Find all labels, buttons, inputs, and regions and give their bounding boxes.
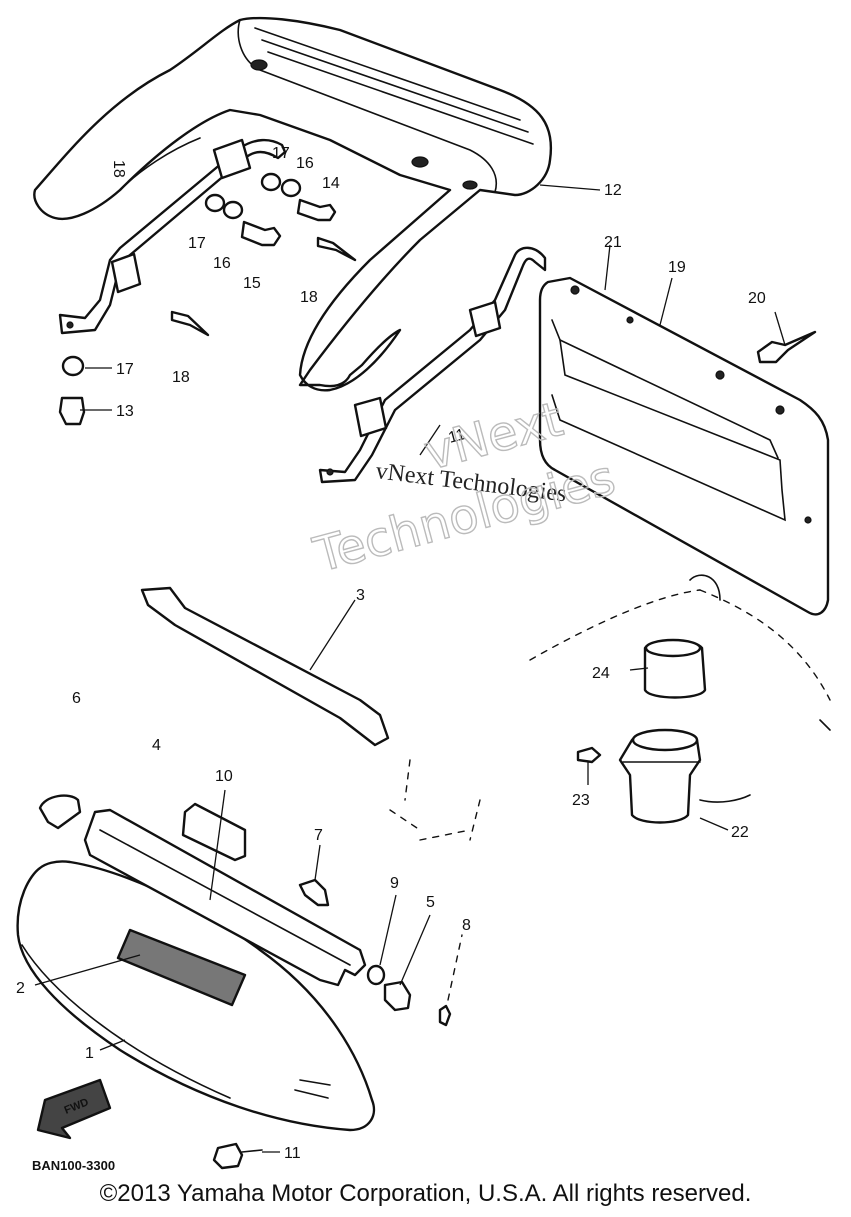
- parts-22-24: [576, 638, 751, 824]
- callout-1: 1: [85, 1045, 94, 1062]
- part-12-rail-left: [58, 138, 287, 335]
- fasteners-upper: [58, 172, 357, 426]
- callout-13: 12: [604, 182, 622, 199]
- hull-outline: [389, 574, 831, 841]
- callout-21: 21: [604, 234, 622, 251]
- callout-2: 2: [16, 980, 25, 997]
- leader-lines: [34, 184, 786, 1153]
- callout-17-c: 17: [116, 361, 134, 378]
- part-3-bar: [140, 586, 390, 747]
- callout-18-a: 18: [300, 289, 318, 306]
- callout-15-a: 14: [322, 175, 340, 192]
- callout-7: 7: [314, 827, 323, 844]
- callout-15-b: 15: [243, 275, 261, 292]
- part-12-rail-right: [318, 246, 547, 484]
- callout-4: 4: [152, 737, 161, 754]
- part-11-pin: [212, 1142, 263, 1170]
- callout-3: 3: [356, 587, 365, 604]
- callout-8: 8: [462, 917, 471, 934]
- part-19-panel: [538, 276, 830, 616]
- callout-19: 19: [668, 259, 686, 276]
- fwd-arrow-icon: FWD: [36, 1078, 112, 1140]
- callout-labels: 17 16 14 17 16 15 18 18 18 17 13 12 21 1…: [16, 145, 766, 1162]
- callout-18-b: 18: [172, 369, 190, 386]
- copyright-notice: ©2013 Yamaha Motor Corporation, U.S.A. A…: [99, 1180, 752, 1207]
- callout-24: 24: [592, 665, 610, 682]
- callout-12: 11: [447, 426, 468, 447]
- part-code: BAN100-3300: [32, 1158, 115, 1173]
- callout-16-a: 16: [296, 155, 314, 172]
- part-4-bracket: [38, 794, 463, 1027]
- callout-18-c: 18: [110, 160, 127, 178]
- callout-17-a: 17: [272, 145, 290, 162]
- callout-11-visible: 11: [284, 1145, 301, 1162]
- callout-6: 6: [72, 690, 81, 707]
- callout-17-b: 17: [188, 235, 206, 252]
- callout-5: 5: [426, 894, 435, 911]
- callout-20: 20: [748, 290, 766, 307]
- part-1-lid: [16, 860, 376, 1132]
- part-13-cover: [33, 16, 553, 392]
- callout-16-b: 16: [213, 255, 231, 272]
- callout-10: 10: [215, 768, 233, 785]
- callout-14: 13: [116, 403, 134, 420]
- callout-23: 23: [572, 792, 590, 809]
- callout-22: 22: [731, 824, 749, 841]
- callout-9: 9: [390, 875, 399, 892]
